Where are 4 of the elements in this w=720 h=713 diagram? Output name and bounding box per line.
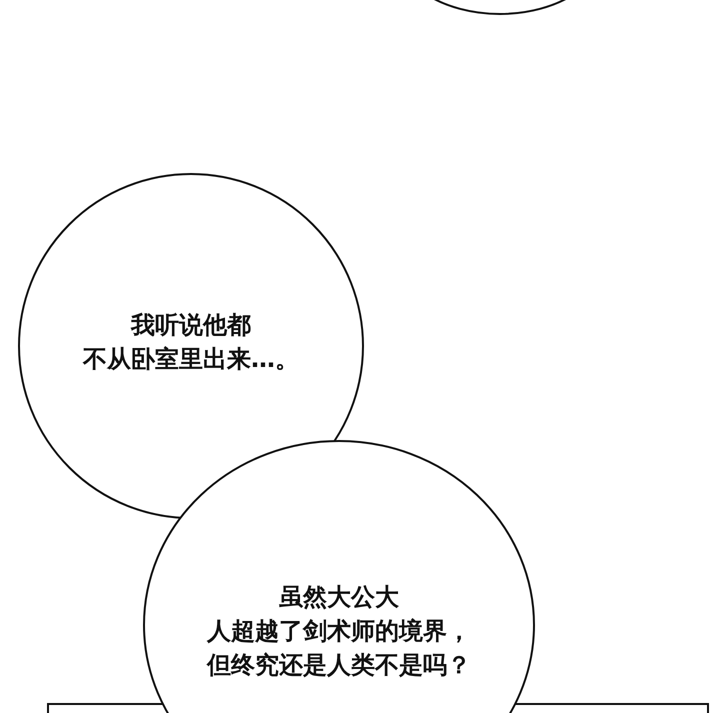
speech-bubble bbox=[18, 173, 364, 519]
speech-bubble bbox=[143, 440, 535, 713]
dialogue-text: 我听说他都不从卧室里出来…。 bbox=[82, 310, 300, 375]
dialogue-text: 虽然大公大人超越了剑术师的境界，但终究还是人类不是吗？ bbox=[205, 582, 472, 681]
